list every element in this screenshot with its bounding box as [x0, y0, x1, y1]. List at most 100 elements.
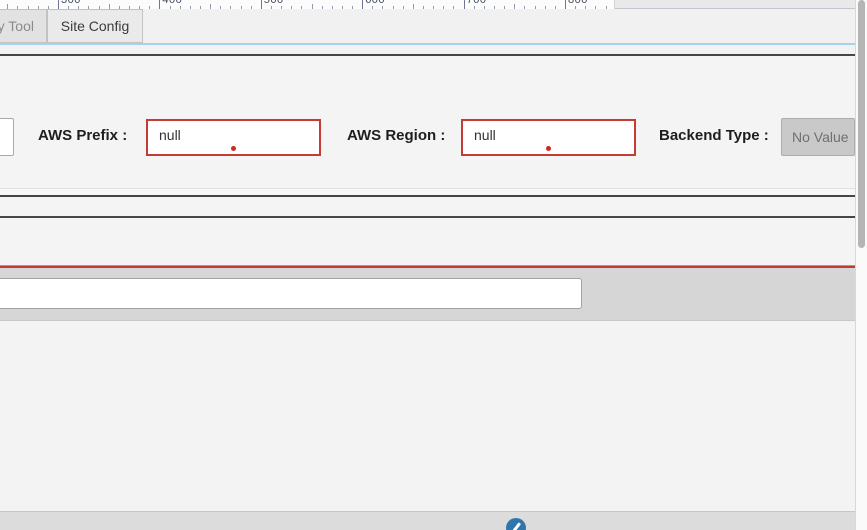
ruler-tick — [453, 6, 455, 9]
ruler-tick — [352, 6, 354, 9]
spacer-band — [0, 45, 855, 54]
ruler-tick — [565, 0, 566, 9]
ruler-tick — [128, 6, 130, 9]
ruler-tick — [321, 6, 323, 9]
divider-rule-middle-2 — [0, 216, 855, 218]
floating-action-button[interactable] — [506, 518, 526, 530]
ruler-tick — [412, 4, 414, 9]
tab-site-config-label: Site Config — [60, 18, 130, 34]
divider-rule-middle-1 — [0, 195, 855, 197]
ruler-label: 300 — [61, 0, 81, 6]
ruler-tick — [544, 6, 546, 9]
ruler-tick — [199, 6, 201, 9]
ruler-label: 800 — [568, 0, 588, 6]
ruler-tick — [595, 6, 597, 9]
ruler-tick — [210, 4, 212, 9]
ruler-tick — [149, 6, 151, 9]
scrollbar-thumb[interactable] — [858, 0, 865, 248]
ruler-tick — [382, 6, 384, 9]
ruler-tick — [514, 4, 516, 9]
ruler-tick — [78, 6, 80, 9]
filter-panel — [0, 268, 855, 320]
ruler-tick — [270, 6, 272, 9]
aws-prefix-label: AWS Prefix : — [38, 127, 128, 144]
ruler-tick — [331, 6, 333, 9]
ruler-tick — [483, 6, 485, 9]
ruler-tick — [250, 6, 252, 9]
ruler-tick — [605, 6, 607, 9]
aws-region-label: AWS Region : — [347, 127, 446, 144]
aws-region-field — [461, 119, 636, 156]
ruler-tick — [392, 6, 394, 9]
ruler-tick — [139, 6, 141, 9]
ruler-tick — [58, 0, 59, 9]
spacer-band — [0, 218, 855, 265]
ruler-tick — [88, 6, 90, 9]
divider-rule-gray — [0, 265, 855, 266]
ruler-tick — [443, 6, 445, 9]
ruler-label: 600 — [365, 0, 386, 6]
lower-content-area — [0, 320, 855, 511]
ruler-tick — [179, 6, 181, 9]
ruler-tick — [423, 6, 425, 9]
ruler-tick — [159, 0, 161, 9]
aws-prefix-error-dot-icon — [230, 146, 236, 151]
ruler-tick — [311, 4, 313, 9]
ruler-tick — [341, 6, 343, 9]
ruler-tick — [108, 4, 110, 9]
ruler-tick — [534, 6, 536, 9]
bottom-status-band — [0, 511, 855, 530]
filter-input[interactable] — [0, 278, 582, 309]
ruler-tick — [260, 0, 262, 9]
ruler-tick — [189, 6, 191, 9]
ruler-tick — [575, 6, 577, 9]
ruler-label: 400 — [162, 0, 183, 6]
ruler-tick — [473, 6, 475, 9]
ruler-label: 700 — [466, 0, 487, 6]
ruler-tick — [68, 6, 70, 9]
ruler-tick — [230, 6, 232, 9]
ruler-tick — [220, 6, 222, 9]
divider-rule-top — [0, 54, 855, 56]
ruler-tick — [494, 6, 496, 9]
ruler-tick — [463, 0, 465, 9]
ruler-tick — [291, 6, 293, 9]
ruler-tick — [98, 6, 100, 9]
ruler-tick — [118, 6, 120, 9]
tab-site-config[interactable]: Site Config — [47, 9, 143, 43]
ruler-tick — [17, 6, 19, 9]
tab-tool-label: y Tool — [0, 18, 34, 34]
ruler-tick — [554, 6, 556, 9]
ruler-tick — [37, 6, 39, 9]
ruler-tick — [433, 6, 435, 9]
backend-type-value: No Value — [792, 129, 849, 145]
ruler-tick — [504, 6, 506, 9]
horizontal-ruler: 300 400 500 600 700 800 — [0, 0, 855, 9]
ruler-tick — [47, 6, 49, 9]
ruler-tick — [27, 6, 29, 9]
backend-type-label: Backend Type : — [659, 127, 769, 144]
spacer-band — [0, 189, 855, 195]
aws-region-error-dot-icon — [545, 146, 551, 151]
ruler-label: 500 — [263, 0, 284, 6]
ruler-tick — [301, 6, 303, 9]
ruler-tick — [169, 6, 171, 9]
vertical-scrollbar[interactable] — [855, 0, 867, 530]
aws-prefix-field — [146, 119, 321, 156]
ruler-tick — [281, 6, 283, 9]
site-config-form: AWS Prefix : AWS Region : Backend Type :… — [0, 56, 855, 189]
ruler-tick — [7, 4, 9, 9]
divider-rule-red — [0, 266, 855, 268]
tab-tool[interactable]: y Tool — [0, 9, 47, 43]
ruler-tick — [362, 0, 364, 9]
ruler-tick — [372, 6, 374, 9]
ruler-track: 300 400 500 600 700 800 — [0, 0, 615, 9]
ruler-tick — [524, 6, 526, 9]
backend-type-value-box[interactable]: No Value — [781, 118, 855, 156]
spacer-band — [0, 197, 855, 216]
ruler-tick — [240, 6, 242, 9]
pencil-icon — [511, 522, 522, 530]
partial-input[interactable] — [0, 118, 14, 156]
ruler-tick — [585, 6, 587, 9]
